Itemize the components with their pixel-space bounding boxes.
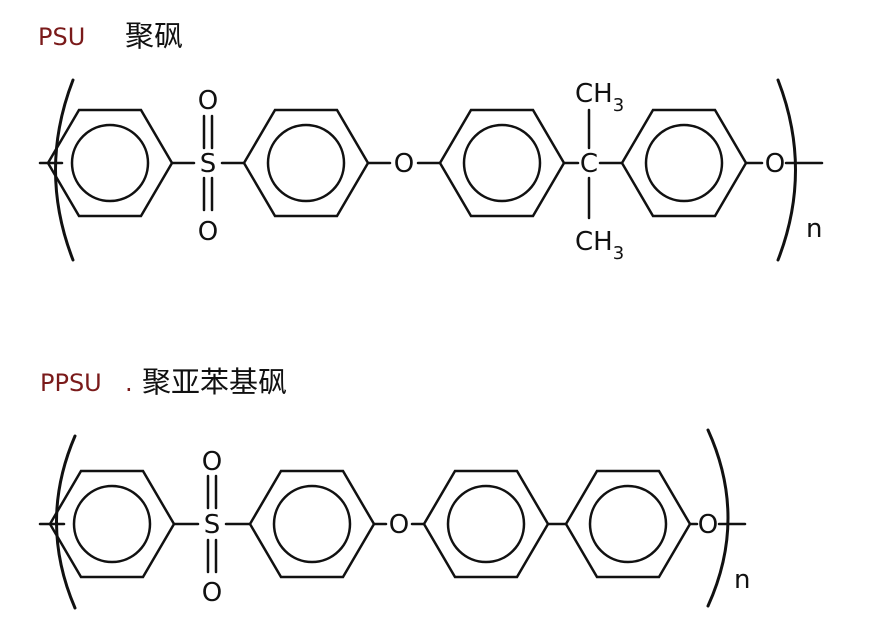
ppsu-separator: . <box>125 369 133 397</box>
ppsu-ether-oxygen-1: O <box>389 510 409 540</box>
psu-methyl-bottom: CH3 <box>575 227 624 264</box>
psu-benzene-ring-3 <box>438 108 566 218</box>
psu-benzene-ring-2 <box>242 108 370 218</box>
psu-section: PSU 聚砜 S O O O C CH3 <box>38 19 824 264</box>
psu-right-bracket <box>776 78 797 262</box>
psu-aromatic-circle-1 <box>70 123 150 203</box>
psu-repeat-subscript: n <box>806 214 822 244</box>
ppsu-benzene-ring-1 <box>48 469 176 579</box>
psu-sulfur-atom: S <box>200 149 217 179</box>
ppsu-sulfur-atom: S <box>204 510 221 540</box>
ppsu-right-bracket <box>706 428 730 608</box>
psu-ether-oxygen-2: O <box>765 149 785 179</box>
ppsu-aromatic-circle-2 <box>272 484 352 564</box>
psu-aromatic-circle-3 <box>462 123 542 203</box>
psu-benzene-ring-1 <box>46 108 174 218</box>
psu-aromatic-circle-4 <box>644 123 724 203</box>
psu-aromatic-circle-2 <box>266 123 346 203</box>
psu-left-bracket <box>54 78 75 262</box>
ppsu-left-bracket <box>55 434 77 610</box>
psu-name-label: 聚砜 <box>125 19 183 53</box>
ppsu-repeat-subscript: n <box>734 565 750 595</box>
psu-methyl-top: CH3 <box>575 79 624 116</box>
ppsu-aromatic-circle-3 <box>446 484 526 564</box>
ppsu-benzene-ring-3 <box>422 469 550 579</box>
ppsu-oxygen-bottom: O <box>202 578 222 608</box>
ppsu-aromatic-circle-4 <box>588 484 668 564</box>
ppsu-section: PPSU . 聚亚苯基砜 S O O O <box>38 365 750 610</box>
ppsu-ether-oxygen-2: O <box>698 510 718 540</box>
ppsu-benzene-ring-2 <box>248 469 376 579</box>
ppsu-benzene-ring-4 <box>564 469 692 579</box>
psu-code-label: PSU <box>38 23 85 51</box>
psu-quaternary-carbon: C <box>580 149 598 179</box>
ppsu-aromatic-circle-1 <box>72 484 152 564</box>
psu-benzene-ring-4 <box>620 108 748 218</box>
ppsu-code-label: PPSU <box>40 369 102 397</box>
psu-oxygen-bottom: O <box>198 217 218 247</box>
ppsu-oxygen-top: O <box>202 447 222 477</box>
ppsu-name-label: 聚亚苯基砜 <box>142 365 287 399</box>
psu-oxygen-top: O <box>198 86 218 116</box>
psu-ether-oxygen-1: O <box>394 149 414 179</box>
